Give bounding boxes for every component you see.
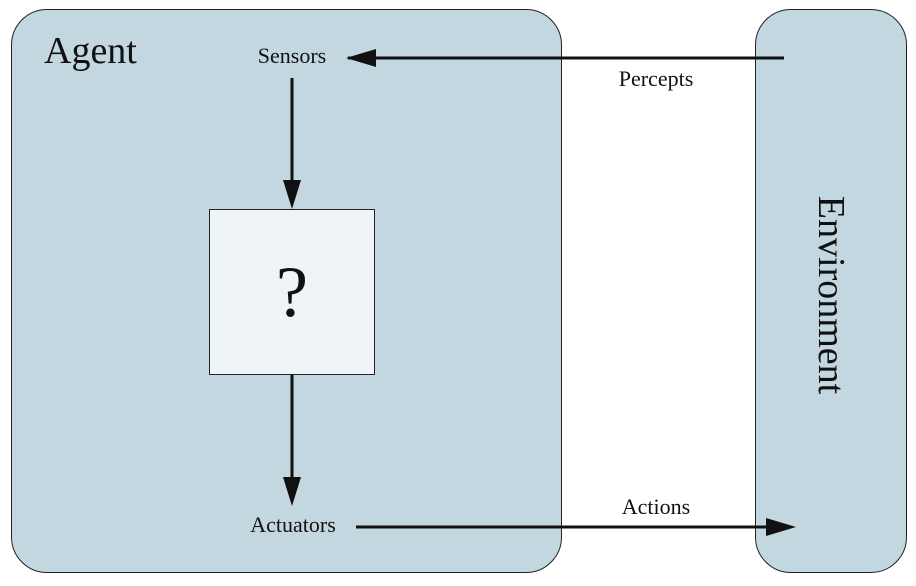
sensors-label: Sensors — [257, 43, 327, 68]
agent-program-box: ? — [209, 209, 375, 375]
percepts-label: Percepts — [618, 66, 694, 91]
environment-title: Environment — [810, 195, 852, 395]
agent-title: Agent — [44, 30, 137, 72]
actions-label: Actions — [621, 494, 691, 519]
question-mark: ? — [276, 252, 308, 332]
environment-box — [755, 9, 907, 573]
actuators-label: Actuators — [250, 512, 336, 537]
